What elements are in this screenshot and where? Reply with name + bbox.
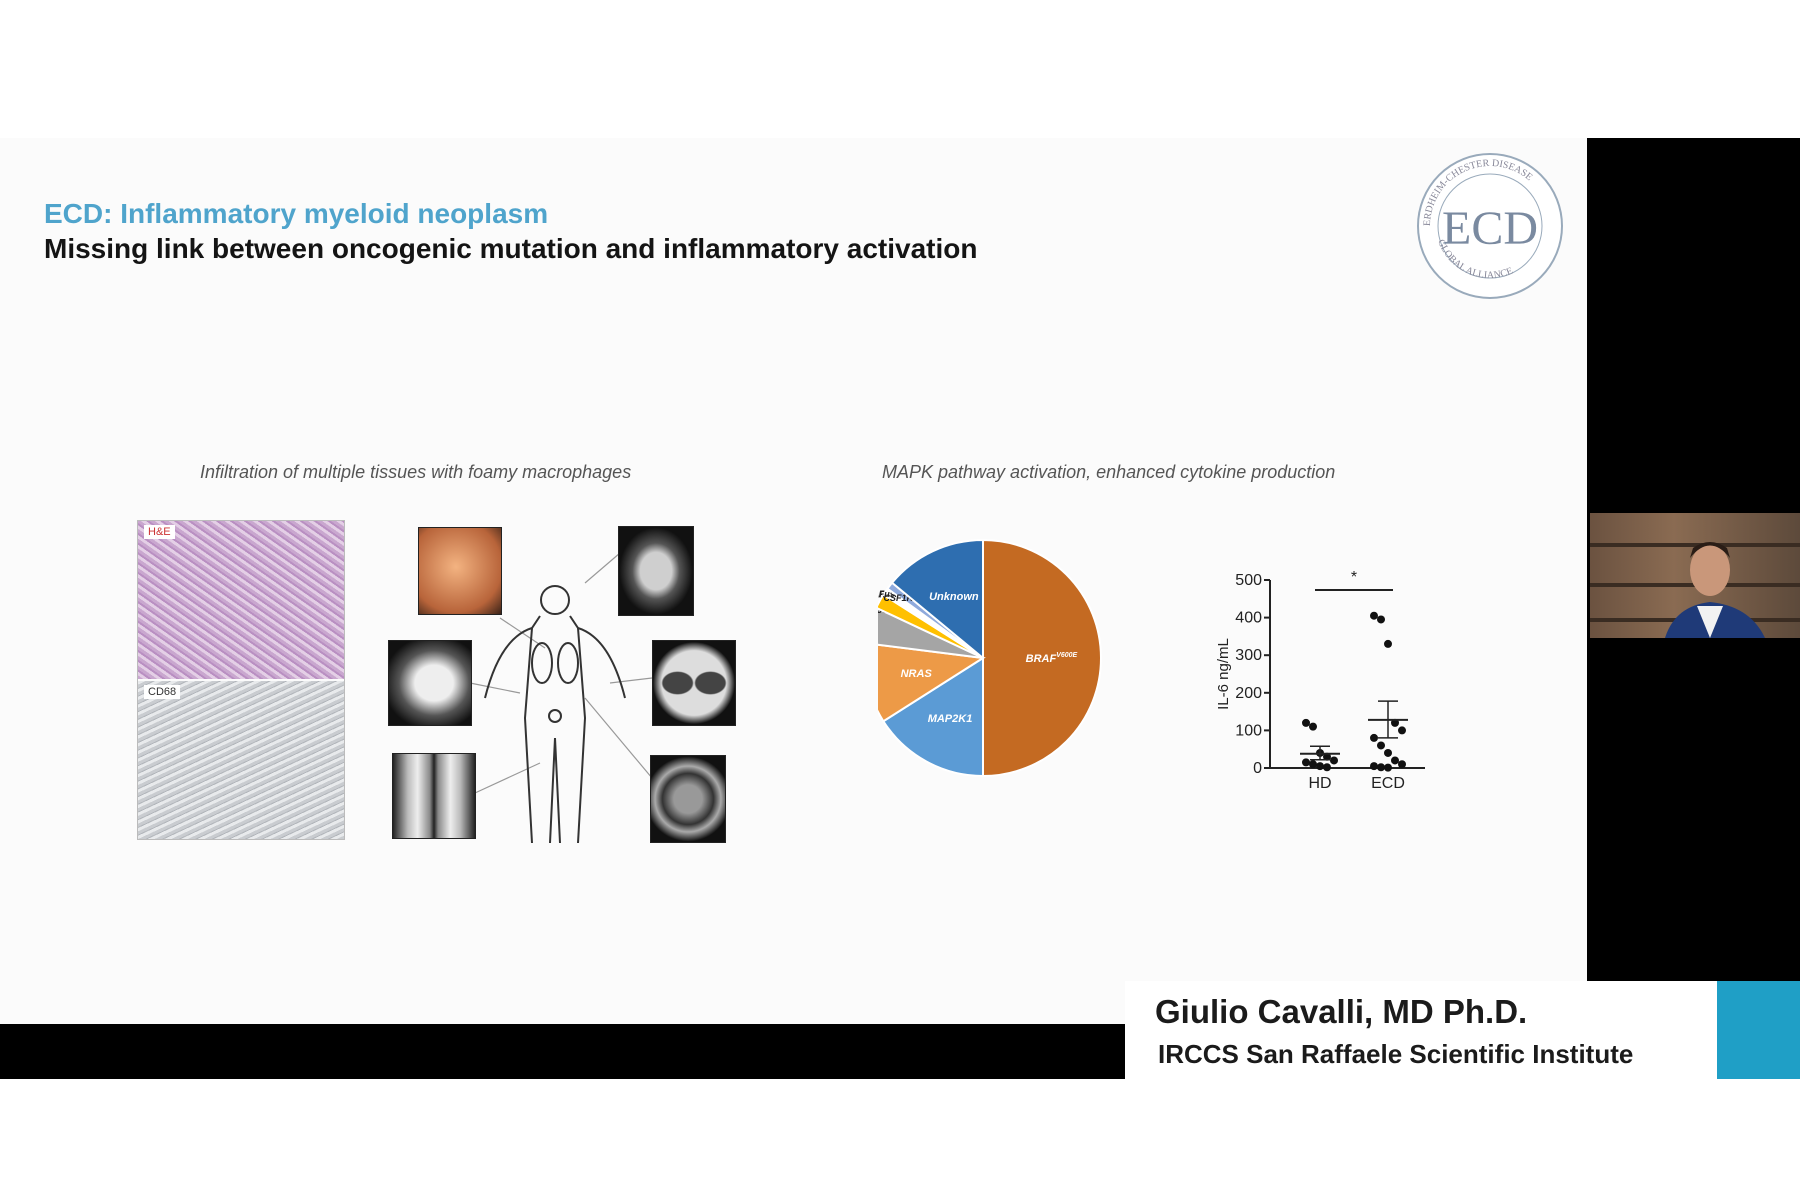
pie-slice-label: MAP2K1 [928,713,973,725]
presentation-slide: ECD: Inflammatory myeloid neoplasm Missi… [0,138,1587,1024]
data-point [1398,726,1406,735]
data-point [1309,760,1317,769]
left-panel-caption: Infiltration of multiple tissues with fo… [200,462,632,482]
cd68-stain-label: CD68 [144,685,181,699]
data-point [1370,733,1378,742]
he-stain-label: H&E [144,525,175,539]
data-point [1330,756,1338,765]
bookshelf [1590,543,1800,547]
abdominal-ct-image [650,755,726,843]
histology-panel: H&E CD68 [137,520,345,840]
video-stage: ECD: Inflammatory myeloid neoplasm Missi… [0,138,1800,1079]
data-point [1302,718,1310,727]
y-tick-label: 400 [1235,610,1262,627]
pie-slice [878,643,986,723]
y-tick-label: 300 [1235,647,1262,664]
lower-third-accent-bar [1717,981,1800,1079]
ecd-alliance-logo: ERDHEIM-CHESTER DISEASE GLOBAL ALLIANCE … [1417,153,1563,299]
brain-mri-image [618,526,694,616]
data-point [1302,758,1310,767]
y-tick-label: 200 [1235,685,1262,702]
data-point [1384,748,1392,757]
data-point [1316,762,1324,771]
pie-slice-label: CSF1R [883,593,913,603]
data-point [1391,718,1399,727]
speaker-name: Giulio Cavalli, MD Ph.D. [1155,993,1528,1030]
y-tick-label: 100 [1235,722,1262,739]
endoscopy-image [418,527,502,615]
human-body-figure [484,585,626,844]
significance-marker: * [1351,569,1357,586]
y-tick-label: 0 [1253,760,1262,777]
speaker-avatar [1665,542,1765,638]
pie-slice-label: Unknown [929,591,979,603]
slide-title: ECD: Inflammatory myeloid neoplasm [44,198,549,229]
right-panel-caption: MAPK pathway activation, enhanced cytoki… [882,462,1336,482]
leg-bone-xray-image [392,753,476,839]
speaker-lower-third: Giulio Cavalli, MD Ph.D. IRCCS San Raffa… [1125,981,1800,1079]
data-point [1323,763,1331,772]
data-point [1370,762,1378,771]
data-point [1384,639,1392,648]
pie-slice [890,538,984,661]
he-stain-image [138,521,344,679]
data-point [1323,752,1331,761]
data-point [1398,760,1406,769]
speaker-institution: IRCCS San Raffaele Scientific Institute [1158,1039,1634,1069]
logo-monogram: ECD [1442,202,1538,255]
data-point [1309,722,1317,731]
data-point [1391,756,1399,765]
pie-slice [982,538,1102,778]
mutation-pie-chart: BRAFV600EMAP2K1NRASPIK3CAARAFFusions: BR… [878,538,1102,778]
x-tick-label: ECD [1371,775,1405,792]
pie-slice [881,656,984,778]
pie-slice [878,607,984,659]
cd68-stain-image [138,681,344,839]
y-axis-label: IL-6 ng/mL [1215,638,1232,710]
chest-ct-image [652,640,736,726]
data-point [1384,763,1392,772]
data-point [1377,741,1385,750]
data-point [1377,763,1385,772]
data-point [1377,615,1385,624]
x-tick-label: HD [1308,775,1331,792]
y-tick-label: 500 [1235,572,1262,589]
data-point [1370,611,1378,620]
pie-slice-label: NRAS [901,668,933,680]
slide-subtitle: Missing link between oncogenic mutation … [44,233,978,264]
cardiac-mri-image [388,640,472,726]
speaker-video-tile[interactable] [1590,513,1800,638]
